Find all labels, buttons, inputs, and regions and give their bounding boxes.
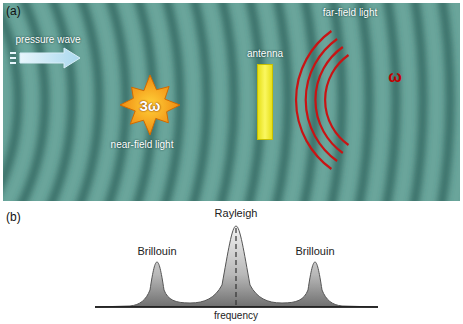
pressure-wave-arrow bbox=[10, 48, 80, 68]
frequency-axis bbox=[95, 306, 378, 308]
spectrum-peaks bbox=[95, 226, 378, 307]
wave-bands bbox=[3, 3, 460, 201]
panel-label: (a) bbox=[6, 5, 21, 19]
antenna-label: antenna bbox=[247, 48, 283, 59]
near-field-star: 3ω bbox=[117, 74, 183, 136]
star-label: 3ω bbox=[139, 97, 160, 114]
wave-label: pressure wave bbox=[15, 34, 80, 46]
star-outline bbox=[120, 75, 180, 135]
far-field-label: far-field light bbox=[323, 7, 377, 19]
far-field-wavefronts bbox=[296, 31, 348, 169]
peak-label: Brillouin bbox=[295, 245, 334, 258]
peak-label: Brillouin bbox=[137, 245, 176, 258]
frequency-symbol: ω bbox=[388, 68, 402, 86]
center-dashed-line bbox=[235, 228, 236, 307]
spectrum bbox=[95, 226, 378, 307]
antenna-rod bbox=[257, 64, 273, 140]
antenna-bar: antenna bbox=[245, 48, 285, 140]
axis-label: frequency bbox=[214, 310, 258, 322]
near-field-label: near-field light bbox=[111, 139, 174, 151]
peak-label: Rayleigh bbox=[215, 207, 258, 220]
panel-label: (b) bbox=[6, 211, 21, 225]
